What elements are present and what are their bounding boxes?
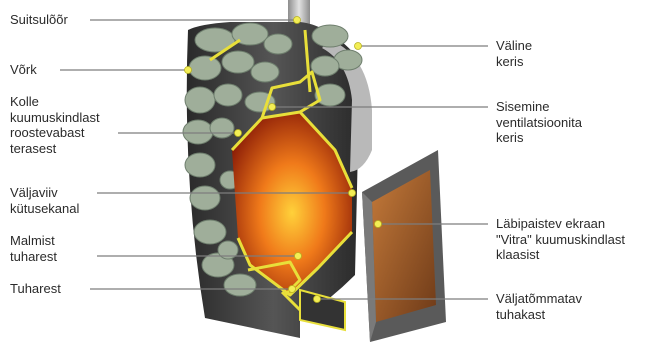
label-line: roostevabast bbox=[10, 125, 100, 141]
label-line: "Vitra" kuumuskindlast bbox=[496, 232, 625, 248]
label-line: ventilatsioonita bbox=[496, 115, 582, 131]
label-line: Läbipaistev ekraan bbox=[496, 216, 625, 232]
marker-cast-iron bbox=[295, 253, 302, 260]
label-mesh: Võrk bbox=[10, 62, 37, 78]
label-line: keris bbox=[496, 54, 532, 70]
label-ash-drawer: Väljatõmmatav tuhakast bbox=[496, 291, 582, 322]
label-line: keris bbox=[496, 130, 582, 146]
marker-glass bbox=[375, 221, 382, 228]
label-chimney: Suitsulõõr bbox=[10, 12, 68, 28]
label-line: Võrk bbox=[10, 62, 37, 78]
label-inner-casing: Sisemine ventilatsioonita keris bbox=[496, 99, 582, 146]
marker-chimney bbox=[294, 17, 301, 24]
label-line: Väline bbox=[496, 38, 532, 54]
marker-mesh bbox=[185, 67, 192, 74]
label-grate-steel: Kolle kuumuskindlast roostevabast terase… bbox=[10, 94, 100, 156]
glass-door bbox=[362, 150, 446, 342]
ash-drawer bbox=[300, 290, 345, 330]
label-line: Tuharest bbox=[10, 281, 61, 297]
label-cast-iron-grate: Malmist tuharest bbox=[10, 233, 57, 264]
marker-ash-drawer bbox=[314, 296, 321, 303]
label-line: kütusekanal bbox=[10, 201, 79, 217]
label-line: Malmist bbox=[10, 233, 57, 249]
label-line: Suitsulõõr bbox=[10, 12, 68, 28]
label-line: Väljatõmmatav bbox=[496, 291, 582, 307]
label-fuel-channel: Väljaviiv kütusekanal bbox=[10, 185, 79, 216]
label-line: terasest bbox=[10, 141, 100, 157]
label-line: Väljaviiv bbox=[10, 185, 79, 201]
label-line: kuumuskindlast bbox=[10, 110, 100, 126]
marker-grate-steel bbox=[235, 130, 242, 137]
marker-fuel-channel bbox=[349, 190, 356, 197]
label-ash-grate: Tuharest bbox=[10, 281, 61, 297]
marker-outer-casing bbox=[355, 43, 362, 50]
label-line: klaasist bbox=[496, 247, 625, 263]
label-line: Kolle bbox=[10, 94, 100, 110]
label-outer-casing: Väline keris bbox=[496, 38, 532, 69]
label-line: Sisemine bbox=[496, 99, 582, 115]
label-line: tuharest bbox=[10, 249, 57, 265]
marker-inner-casing bbox=[269, 104, 276, 111]
label-line: tuhakast bbox=[496, 307, 582, 323]
label-glass-screen: Läbipaistev ekraan "Vitra" kuumuskindlas… bbox=[496, 216, 625, 263]
marker-ash-grate bbox=[289, 286, 296, 293]
